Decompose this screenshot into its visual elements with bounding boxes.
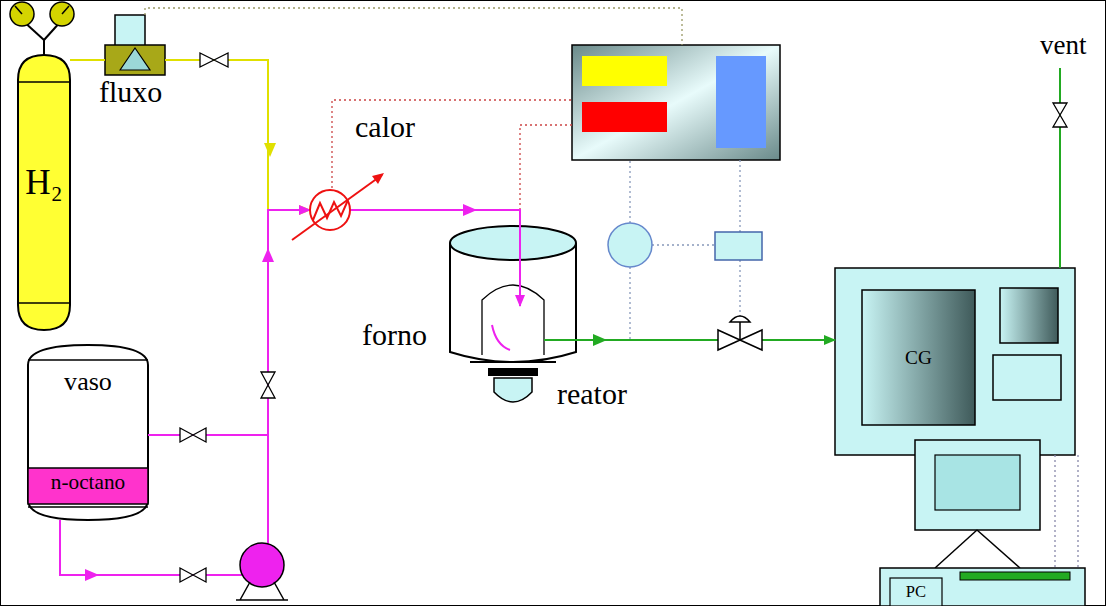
gas-cylinder: H₂ [18, 55, 70, 330]
furnace: fornoreator [450, 226, 576, 366]
node-label: CG [862, 290, 975, 425]
pipe-line [544, 339, 835, 341]
flow-arrow [264, 143, 276, 157]
flow-arrow [593, 334, 607, 346]
flow-arrow [463, 204, 477, 216]
gas-chromatograph: CG [835, 268, 1075, 455]
pipe-line [70, 59, 105, 61]
pipe-line [165, 60, 310, 210]
node-label: forno [362, 320, 427, 350]
flow-controller: fluxo [105, 45, 165, 75]
node-label: n-octano [28, 472, 148, 493]
node-label: calor [355, 112, 415, 142]
vessel: vaso n-octano [28, 345, 148, 520]
flow-arrow [85, 569, 99, 581]
node-label: reator [557, 379, 627, 409]
node-label: fluxo [99, 77, 162, 107]
pipe-line [1054, 455, 1055, 568]
node-label: vaso [28, 369, 148, 395]
computer: PC [880, 568, 1085, 606]
node-label: H₂ [18, 165, 70, 200]
reactor: reator [500, 306, 544, 358]
heater: calor [310, 190, 350, 230]
outlet-label: vent [1040, 32, 1087, 59]
node-label: PC [890, 578, 942, 606]
flow-arrow [262, 248, 274, 262]
pipe-line [350, 210, 520, 306]
